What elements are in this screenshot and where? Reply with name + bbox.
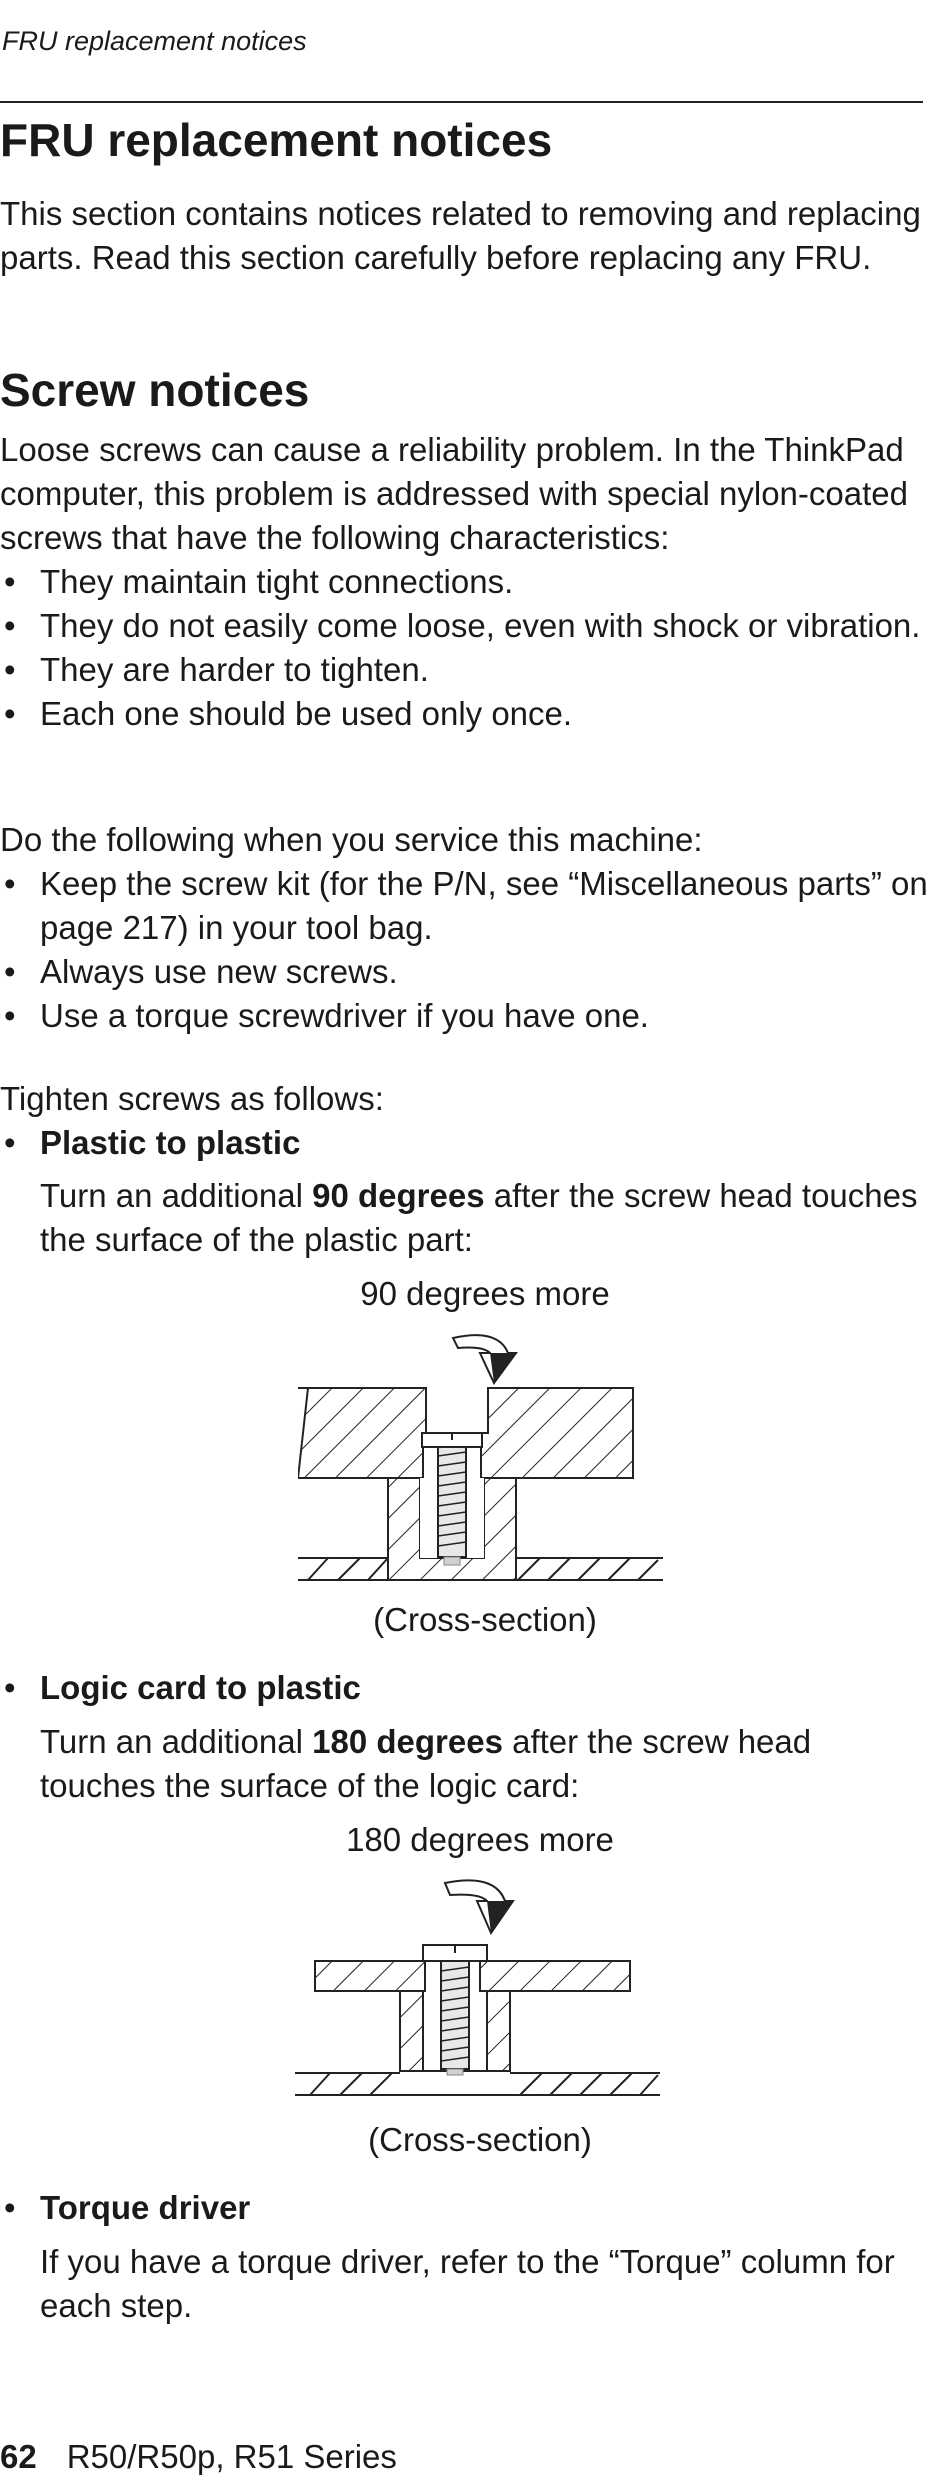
section-intro: This section contains notices related to… xyxy=(0,195,921,276)
running-header: FRU replacement notices xyxy=(2,26,307,56)
service-intro: Do the following when you service this m… xyxy=(0,821,703,858)
instruction-text: after the screw head touches the surface… xyxy=(40,1177,918,1258)
list-item: Use a torque screwdriver if you have one… xyxy=(0,994,930,1038)
list-item: They do not easily come loose, even with… xyxy=(0,604,930,648)
logic-card-heading: Logic card to plastic xyxy=(0,1666,930,1710)
instruction-text: after the screw head touches the surface… xyxy=(40,1723,812,1804)
screw-cross-section-180-figure xyxy=(295,1879,660,2096)
section-title: FRU replacement notices xyxy=(0,114,553,166)
list-item: Always use new screws. xyxy=(0,950,930,994)
list-item: They maintain tight connections. xyxy=(0,560,930,604)
plastic-to-plastic-heading: Plastic to plastic xyxy=(0,1121,930,1165)
figure-label: 90 degrees more xyxy=(360,1275,610,1312)
plastic-instructions: Turn an additional 90 degrees after the … xyxy=(40,1174,920,1262)
page-number: 62 xyxy=(0,2438,37,2475)
tighten-intro: Tighten screws as follows: xyxy=(0,1080,384,1117)
instruction-text: Turn an additional xyxy=(40,1177,313,1214)
characteristics-list: They maintain tight connections. They do… xyxy=(0,560,930,736)
list-item: They are harder to tighten. xyxy=(0,648,930,692)
torque-instructions: If you have a torque driver, refer to th… xyxy=(40,2243,895,2324)
list-item: Each one should be used only once. xyxy=(0,692,930,736)
screw-icon xyxy=(422,1944,488,2076)
page-footer: 62 R50/R50p, R51 Series xyxy=(0,2435,397,2479)
screw-notices-title: Screw notices xyxy=(0,364,310,416)
header-rule xyxy=(0,101,923,103)
degrees-emphasis: 90 degrees xyxy=(312,1177,485,1214)
service-steps-list: Keep the screw kit (for the P/N, see “Mi… xyxy=(0,862,930,1038)
list-item: Keep the screw kit (for the P/N, see “Mi… xyxy=(0,862,930,950)
series-name: R50/R50p, R51 Series xyxy=(66,2438,397,2475)
figure-label: 180 degrees more xyxy=(346,1821,614,1858)
screw-icon xyxy=(421,1432,483,1566)
logic-instructions: Turn an additional 180 degrees after the… xyxy=(40,1720,920,1808)
screw-intro: Loose screws can cause a reliability pro… xyxy=(0,431,908,556)
screw-cross-section-90-figure xyxy=(298,1334,663,1581)
torque-driver-heading: Torque driver xyxy=(0,2186,930,2230)
instruction-text: Turn an additional xyxy=(40,1723,313,1760)
degrees-emphasis: 180 degrees xyxy=(312,1723,503,1760)
figure-caption: (Cross-section) xyxy=(373,1601,597,1638)
rotation-arrow-icon xyxy=(451,1334,518,1385)
figure-caption: (Cross-section) xyxy=(368,2121,592,2158)
rotation-arrow-icon xyxy=(443,1879,515,1936)
